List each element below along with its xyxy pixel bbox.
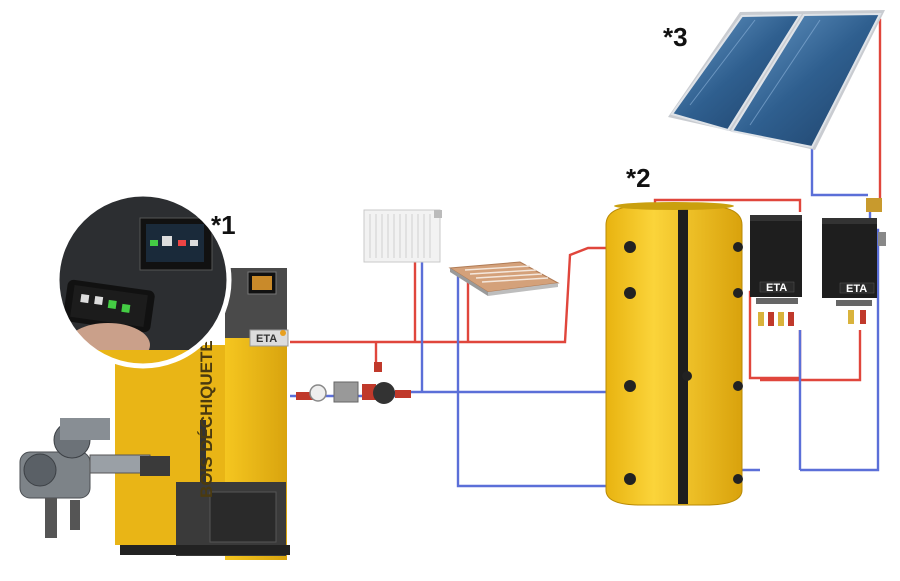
remote-control-inset (54, 191, 232, 369)
station-right-brand: ETA (846, 283, 867, 295)
radiator (363, 209, 442, 263)
solar-collectors (668, 10, 885, 150)
buffer-tank (605, 202, 743, 506)
callout-3: *3 (663, 22, 688, 52)
station-left-brand: ETA (766, 282, 787, 294)
smartphone-icon (63, 279, 155, 333)
auger-feed (19, 418, 170, 538)
pump-group (296, 362, 411, 404)
underfloor-heating (448, 261, 560, 296)
water-station-right: ETA (822, 198, 886, 324)
boiler-side-label: BOIS DÉCHIQUETÉ (197, 340, 216, 498)
wood-chip-boiler: ETA BOIS DÉCHIQUETÉ (115, 268, 290, 560)
water-station-left: ETA (750, 215, 802, 326)
callout-1: *1 (211, 210, 236, 240)
callout-2: *2 (626, 163, 651, 193)
boiler-brand: ETA (256, 333, 277, 345)
